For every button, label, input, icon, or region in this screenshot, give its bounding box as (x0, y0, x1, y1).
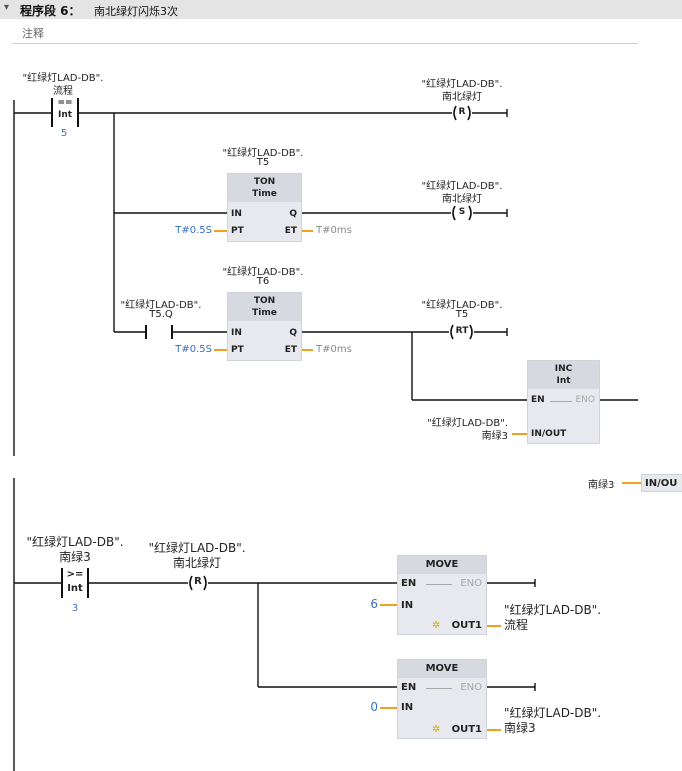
reset-coil-db[interactable]: "红绿灯LAD-DB". (421, 79, 503, 90)
move2-add-output-icon[interactable]: ✲ (432, 724, 441, 735)
move2-title: MOVE (425, 663, 459, 674)
move1-pin-eno: ENO (460, 578, 482, 589)
ton-t6-pt-value[interactable]: T#0.5S (175, 344, 212, 355)
move2-pin-out: OUT1 (451, 724, 482, 735)
inc-operand-db[interactable]: "红绿灯LAD-DB". (427, 418, 508, 429)
reset-coil-symbol[interactable]: R (458, 107, 466, 117)
cmp-ge-value[interactable]: 3 (71, 603, 79, 614)
move1-out-tag[interactable]: 流程 (504, 618, 529, 632)
ton-t5-pt-value[interactable]: T#0.5S (175, 225, 212, 236)
inc-title: INC (554, 364, 573, 374)
ton-t5-subtitle: Time (252, 189, 277, 199)
move1-block[interactable]: MOVE EN ENO IN ✲ OUT1 (397, 555, 487, 635)
ton-t6-block[interactable]: TON Time IN Q PT ET (227, 292, 302, 361)
move1-pin-in: IN (401, 600, 414, 611)
inc-en-eno-line (550, 401, 572, 402)
move2-pin-en: EN (401, 682, 417, 693)
ton-t6-instance-tag[interactable]: T6 (256, 276, 270, 287)
reset-coil-tag[interactable]: 南北绿灯 (442, 92, 482, 103)
ton-t6-subtitle: Time (252, 308, 277, 318)
inc-pin-en: EN (531, 395, 545, 405)
ton-t6-pin-pt: PT (231, 345, 244, 355)
cmp-eq-operand-db[interactable]: "红绿灯LAD-DB". (22, 73, 104, 84)
ton-t5-pin-pt: PT (231, 226, 244, 236)
cmp-eq-operand-tag[interactable]: 流程 (53, 86, 73, 97)
move2-in-value[interactable]: 0 (370, 700, 378, 714)
move2-block[interactable]: MOVE EN ENO IN ✲ OUT1 (397, 659, 487, 739)
network-comment-field[interactable]: 注释 (12, 19, 638, 44)
ton-t5-et-value[interactable]: T#0ms (316, 225, 352, 236)
move2-out-db[interactable]: "红绿灯LAD-DB". (504, 706, 602, 720)
collapse-arrow-icon[interactable]: ▾ (4, 2, 10, 13)
reset-coil-b-tag[interactable]: 南北绿灯 (172, 556, 222, 570)
move2-en-eno-line (426, 688, 452, 689)
contact-t5q-tag[interactable]: T5.Q (149, 309, 173, 320)
inc-pin-eno: ENO (575, 395, 595, 405)
screenshot-separator (0, 458, 682, 478)
rt-coil-db[interactable]: "红绿灯LAD-DB". (421, 300, 503, 311)
cmp-eq-value[interactable]: 5 (60, 128, 68, 139)
network-comment[interactable]: 注释 (22, 27, 44, 40)
set-coil-symbol[interactable]: S (458, 207, 466, 217)
move1-title: MOVE (425, 559, 459, 570)
move1-add-output-icon[interactable]: ✲ (432, 620, 441, 631)
rt-coil-tag[interactable]: T5 (455, 309, 469, 320)
inc-block[interactable]: INC Int EN ENO IN/OUT (527, 360, 600, 444)
cmp-eq-operator: == (57, 98, 73, 108)
ton-t6-title: TON (253, 296, 276, 306)
cmp-ge-operand-db[interactable]: "红绿灯LAD-DB". (26, 535, 124, 549)
move2-pin-in: IN (401, 702, 414, 713)
set-coil-db[interactable]: "红绿灯LAD-DB". (421, 181, 503, 192)
set-coil-tag[interactable]: 南北绿灯 (442, 194, 482, 205)
ton-t5-block[interactable]: TON Time IN Q PT ET (227, 173, 302, 242)
inc-pin-inout: IN/OUT (531, 429, 567, 439)
reset-coil-b-symbol[interactable]: R (194, 576, 202, 587)
ton-t6-pin-q: Q (289, 328, 297, 338)
network-number: 程序段 6： (20, 4, 81, 18)
move2-out-tag[interactable]: 南绿3 (504, 721, 536, 735)
move1-pin-en: EN (401, 578, 417, 589)
move2-pin-eno: ENO (460, 682, 482, 693)
partial-inc-block: IN/OU (641, 474, 682, 492)
reset-coil-b-db[interactable]: "红绿灯LAD-DB". (148, 541, 246, 555)
ton-t6-pin-et: ET (284, 345, 297, 355)
ton-t5-pin-q: Q (289, 209, 297, 219)
move1-en-eno-line (426, 584, 452, 585)
network-header[interactable]: ▾ 程序段 6： 南北绿灯闪烁3次 (0, 0, 682, 19)
move1-in-value[interactable]: 6 (370, 597, 378, 611)
inc-type: Int (556, 376, 571, 386)
cmp-eq-type: Int (57, 110, 73, 120)
ton-t5-instance-db[interactable]: "红绿灯LAD-DB". (222, 148, 304, 159)
ton-t5-title: TON (253, 177, 276, 187)
ton-t5-instance-tag[interactable]: T5 (256, 157, 270, 168)
contact-t5q-db[interactable]: "红绿灯LAD-DB". (120, 300, 202, 311)
move1-pin-out: OUT1 (451, 620, 482, 631)
inc-operand-tag[interactable]: 南绿3 (481, 431, 508, 442)
ton-t5-pin-in: IN (231, 209, 242, 219)
partial-inc-pin: IN/OU (645, 478, 678, 489)
ton-t6-instance-db[interactable]: "红绿灯LAD-DB". (222, 267, 304, 278)
network-title[interactable]: 南北绿灯闪烁3次 (94, 5, 178, 18)
move1-out-db[interactable]: "红绿灯LAD-DB". (504, 603, 602, 617)
ton-t5-pin-et: ET (284, 226, 297, 236)
cmp-ge-type: Int (67, 583, 83, 594)
rt-coil-symbol[interactable]: RT (455, 326, 469, 336)
partial-inc-operand-tag: 南绿3 (588, 480, 615, 491)
ton-t6-et-value[interactable]: T#0ms (316, 344, 352, 355)
cmp-ge-operator: >= (66, 569, 84, 580)
cmp-ge-operand-tag[interactable]: 南绿3 (59, 550, 91, 564)
ton-t6-pin-in: IN (231, 328, 242, 338)
